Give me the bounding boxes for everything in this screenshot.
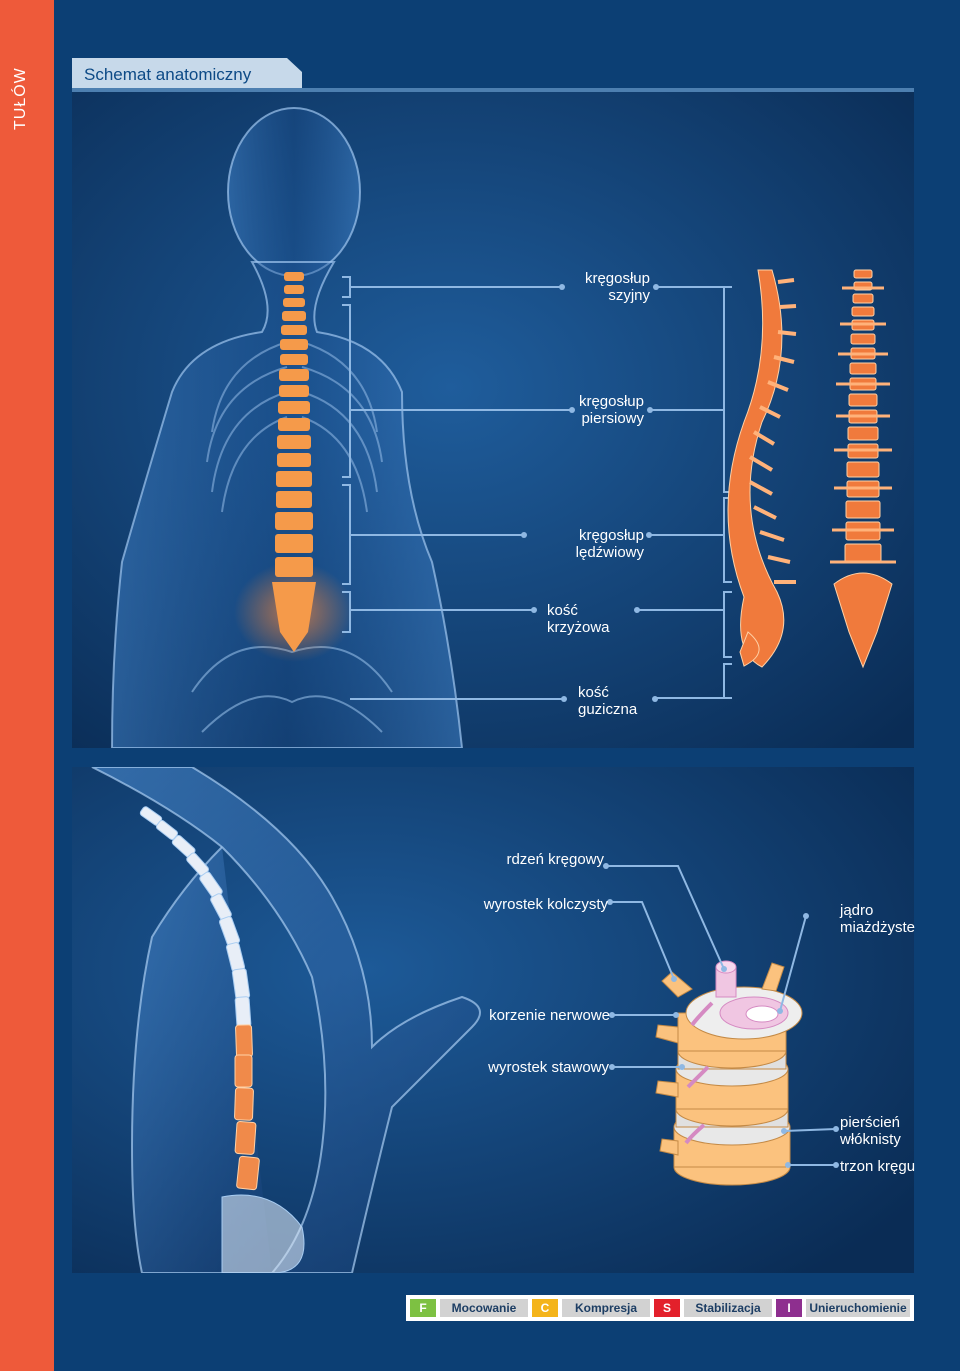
- legend-key-s: S: [654, 1299, 680, 1317]
- label-spinous-process: wyrostek kolczysty: [460, 896, 608, 913]
- legend-label-fixation: Mocowanie: [440, 1299, 528, 1317]
- ribcage: [206, 341, 383, 513]
- bent-pelvis: [221, 1194, 305, 1273]
- spinal-cord-detail: [715, 960, 737, 998]
- legend-item-compression: C Kompresja: [532, 1299, 650, 1317]
- legend-key-f: F: [410, 1299, 436, 1317]
- section-label: TUŁÓW: [12, 67, 29, 130]
- legend-label-compression: Kompresja: [562, 1299, 650, 1317]
- label-line: pierścień: [840, 1114, 901, 1131]
- legend-item-fixation: F Mocowanie: [410, 1299, 528, 1317]
- vertebra-detail: [673, 986, 803, 1186]
- legend-item-stabilization: S Stabilizacja: [654, 1299, 772, 1317]
- label-thoracic-spine: kręgosłup piersiowy: [560, 393, 644, 427]
- label-line: wyrostek stawowy: [488, 1059, 609, 1076]
- bent-spine: [139, 806, 252, 1028]
- page-title: Schemat anatomiczny: [84, 65, 252, 84]
- legend-label-immobilization: Unieruchomienie: [806, 1299, 910, 1317]
- title-underline: [72, 88, 914, 92]
- legend-key-i: I: [776, 1299, 802, 1317]
- title-tab: [72, 58, 302, 92]
- region-brackets: [342, 276, 572, 700]
- label-line: lędźwiowy: [575, 544, 644, 561]
- bent-spine-lumbar: [234, 1024, 260, 1191]
- spine-front-processes: [830, 286, 896, 564]
- label-spinal-cord: rdzeń kręgowy: [470, 851, 604, 868]
- spine-detail-panel: [72, 767, 914, 1273]
- label-line: jądro: [840, 902, 874, 919]
- label-line: krzyżowa: [547, 619, 610, 636]
- bent-body-silhouette: [91, 767, 481, 1273]
- pointer-dots: [603, 863, 839, 1168]
- legend-item-immobilization: I Unieruchomienie: [776, 1299, 910, 1317]
- label-line: włóknisty: [840, 1131, 901, 1148]
- label-line: korzenie nerwowe: [489, 1007, 610, 1024]
- label-cervical-spine: kręgosłup szyjny: [566, 270, 650, 304]
- label-line: miażdżyste: [840, 919, 916, 936]
- label-line: piersiowy: [581, 410, 644, 427]
- label-line: kręgosłup: [578, 527, 644, 544]
- label-line: trzon kręgu: [840, 1158, 916, 1175]
- legend-key-c: C: [532, 1299, 558, 1317]
- legend-label-stabilization: Stabilizacja: [684, 1299, 772, 1317]
- spine-detail-illustration: [72, 767, 914, 1273]
- nerve-roots-detail: [684, 1001, 714, 1145]
- spine-side-processes: [748, 278, 797, 584]
- label-line: rdzeń kręgowy: [506, 851, 604, 868]
- label-sacrum: kość krzyżowa: [547, 602, 637, 636]
- side-strip: TUŁÓW: [0, 0, 54, 1371]
- label-vertebral-body: trzon kręgu: [840, 1158, 930, 1175]
- pointer-lines: [606, 865, 837, 1166]
- spinous-process-detail: [655, 962, 785, 1156]
- label-coccyx: kość guziczna: [578, 684, 668, 718]
- legend-bar: F Mocowanie C Kompresja S Stabilizacja I…: [406, 1295, 914, 1321]
- label-line: kość: [547, 602, 578, 619]
- label-line: szyjny: [608, 287, 650, 304]
- spine-highlight: [272, 272, 316, 652]
- label-nerve-roots: korzenie nerwowe: [460, 1007, 610, 1024]
- spine-overview-panel: [72, 92, 914, 748]
- label-line: wyrostek kolczysty: [483, 896, 608, 913]
- label-line: kręgosłup: [584, 270, 650, 287]
- spine-overview-illustration: [72, 92, 914, 748]
- label-nucleus-pulposus: jądro miażdżyste: [840, 902, 920, 936]
- label-line: kręgosłup: [578, 393, 644, 410]
- label-line: guziczna: [578, 701, 638, 718]
- spine-side-view: [727, 269, 785, 668]
- label-lumbar-spine: kręgosłup lędźwiowy: [528, 527, 644, 561]
- label-articular-process: wyrostek stawowy: [460, 1059, 609, 1076]
- label-line: kość: [578, 684, 609, 701]
- label-annulus-fibrosus: pierścień włóknisty: [840, 1114, 920, 1148]
